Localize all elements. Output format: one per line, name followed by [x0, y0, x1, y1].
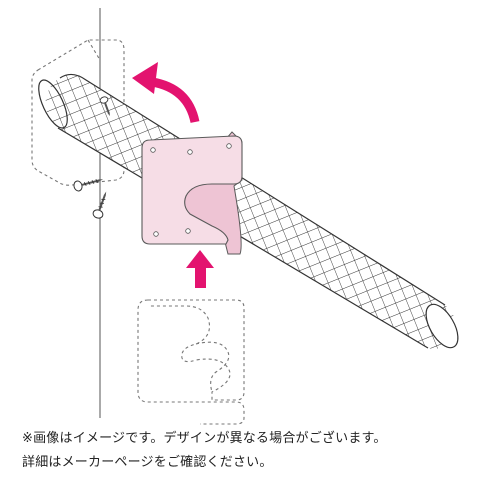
- curved-arrow-icon: [132, 62, 200, 124]
- lower-bracket-outline-body: [137, 299, 245, 425]
- lower-bracket-outline: [148, 299, 245, 401]
- screw-icon: [99, 96, 110, 116]
- manufacturer-note: 詳細はメーカーページをご確認ください。: [22, 455, 273, 470]
- installation-diagram: [31, 8, 459, 425]
- wall-bracket-edge: [87, 39, 101, 61]
- up-arrow-icon: [186, 250, 214, 288]
- pink-bracket: [141, 131, 243, 255]
- screw-icon: [92, 191, 107, 219]
- screw-icon: [73, 178, 104, 192]
- disclaimer-text: ※画像はイメージです。デザインが異なる場合がございます。: [22, 431, 387, 446]
- mesh-pipe: [38, 73, 459, 349]
- wall-bracket-outline: [31, 39, 125, 186]
- pipe-end-cap: [425, 303, 459, 349]
